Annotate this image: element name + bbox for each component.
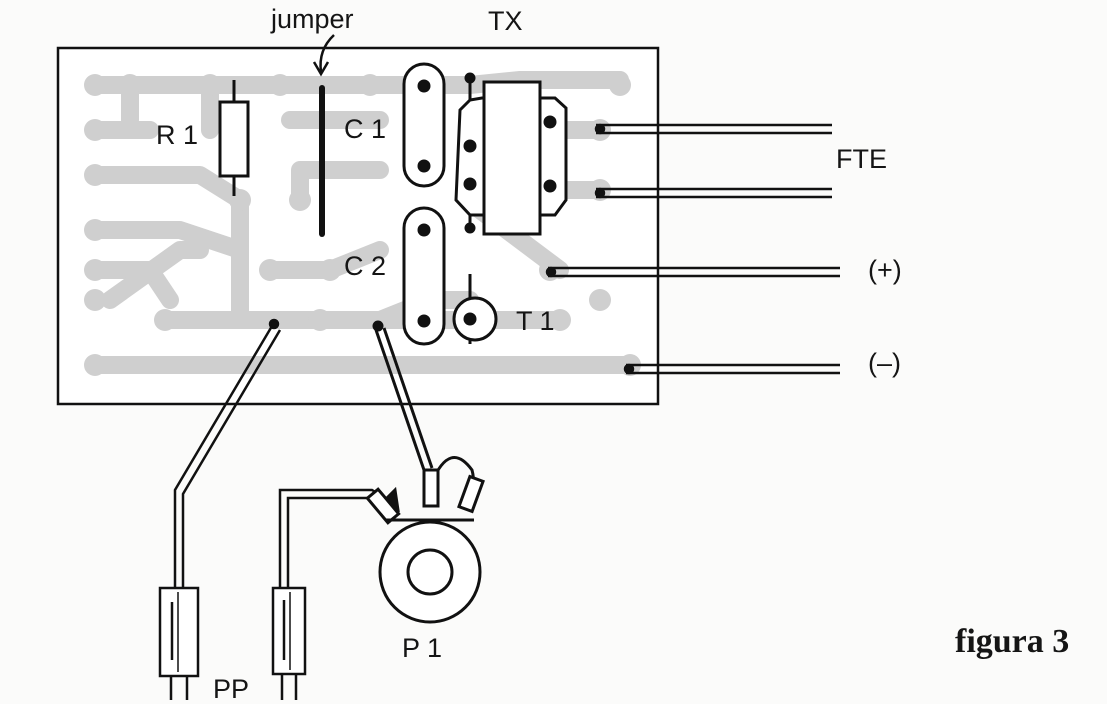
label-tx: TX: [488, 6, 523, 36]
potentiometer-p1: [365, 320, 485, 624]
pads: [84, 74, 641, 376]
label-r1: R 1: [156, 120, 199, 150]
label-c2: C 2: [344, 251, 387, 281]
capacitor-c2: [402, 206, 446, 346]
external-leads: [545, 123, 840, 375]
figure-caption: figura 3: [955, 623, 1070, 660]
label-minus: (–): [868, 348, 901, 378]
capacitor-c1: [402, 62, 446, 188]
label-jumper: jumper: [271, 4, 354, 34]
label-fte: FTE: [836, 144, 887, 174]
label-plus: (+): [868, 255, 902, 285]
jumper-wire: [312, 34, 335, 237]
transformer-tx: [454, 72, 568, 236]
probe-p1: [271, 488, 389, 700]
label-pp: PP: [213, 674, 250, 704]
probe-pp: [158, 318, 282, 700]
label-c1: C 1: [344, 114, 387, 144]
label-p1: P 1: [402, 633, 443, 663]
label-t1: T 1: [516, 306, 555, 336]
resistor-r1: [218, 80, 250, 196]
transistor-t1: [452, 274, 498, 344]
